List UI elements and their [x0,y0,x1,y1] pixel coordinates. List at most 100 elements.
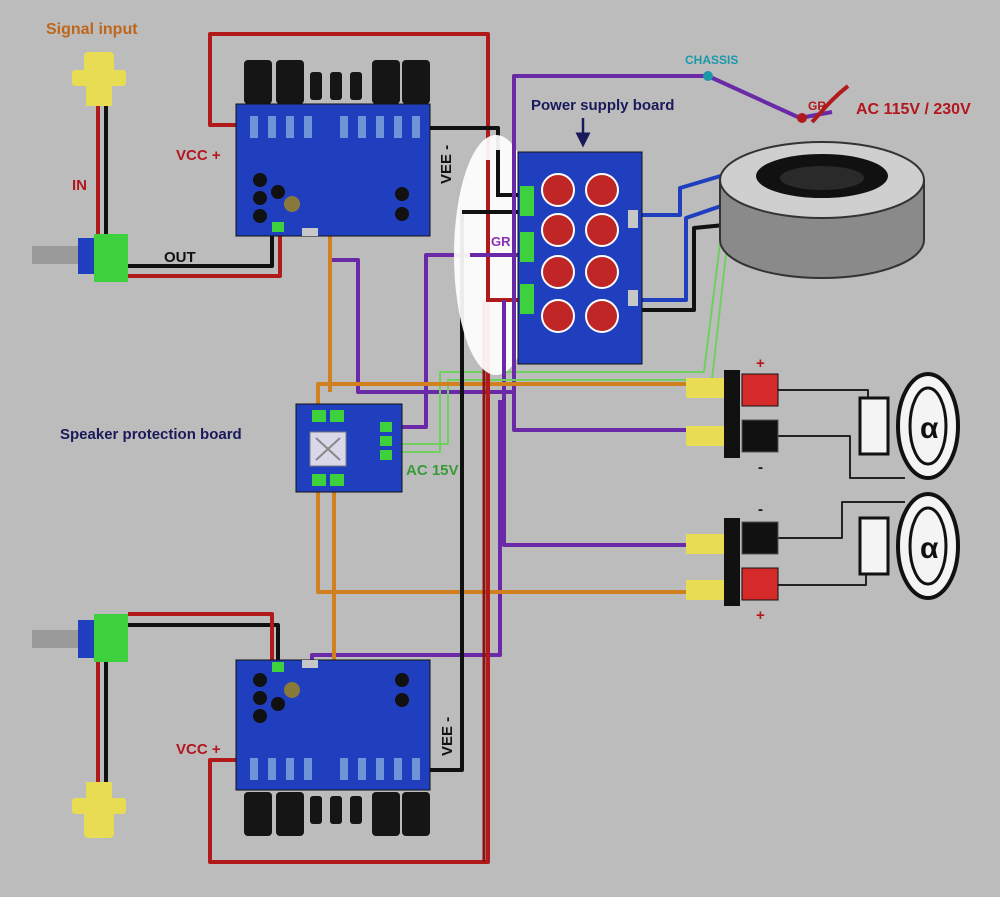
wire-out-top-red [128,228,282,278]
transformer-hole [780,166,864,190]
connector-icon [380,422,392,432]
speaker-icon [896,492,960,600]
label-spk1-minus: - [758,459,763,476]
pot-shaft [32,246,82,264]
resistor-icon [250,116,258,138]
capacitor-icon [395,187,409,201]
amp-board-top [235,60,431,237]
wire-speaker1-minus-lead [778,435,905,479]
rca-jack-bottom [72,782,126,838]
speaker-output-1 [686,370,779,458]
speaker-alpha: α [920,412,939,445]
speaker-cone [908,386,948,466]
transistor-icon [244,792,272,836]
connector-icon [330,474,344,486]
rca-jack-flange [72,798,126,814]
speaker-output-2 [686,518,779,606]
wire-ac15-a [400,194,727,453]
transistor-icon [244,60,272,104]
wire-in-bottom-black [128,623,280,666]
binding-post-icon [741,419,779,453]
capacitor-icon [271,185,285,199]
gr-point [797,113,807,123]
capacitor-icon [585,255,619,289]
resistor-icon [358,758,366,780]
transistor-icon [276,60,304,104]
speaker-magnet [858,396,890,456]
wire-vcc-bottom [208,300,490,864]
speaker-alpha: α [920,532,939,565]
label-vee-bottom: VEE - [439,717,456,756]
transistor-icon [350,72,362,100]
plug-plus-2 [686,580,726,600]
transistor-icon [372,60,400,104]
capacitor-icon [253,209,267,223]
capacitor-icon [253,173,267,187]
label-out: OUT [164,249,196,266]
transistor-row-bottom [244,792,430,836]
wire-ac15-b [400,199,733,445]
binding-post-icon [741,373,779,407]
potentiometer-icon [78,238,96,274]
amp-board-bottom [235,659,431,836]
label-vcc-bottom: VCC + [176,741,221,758]
plug-minus-2 [686,534,726,554]
plug-minus-1 [686,426,726,446]
terminal-block-icon [520,284,534,314]
power-supply-board [517,151,643,365]
relay-mark [315,437,341,461]
capacitor-icon [253,691,267,705]
transistor-icon [330,796,342,824]
resistor-icon [286,116,294,138]
rca-jack-top [72,52,126,106]
label-in: IN [72,177,87,194]
capacitor-icon [585,213,619,247]
label-spk2-minus: - [758,501,763,518]
rca-jack-body [86,782,112,800]
connector-icon [628,210,638,228]
pot-body [94,614,128,662]
connector-icon [312,410,326,422]
wires-over-highlight [462,140,526,375]
terminal-block-icon [520,186,534,216]
wire-in-bottom-red2 [128,612,274,666]
toroidal-transformer-icon [719,141,925,279]
resistor-row-bottom [250,758,420,780]
connector-icon [380,450,392,460]
wire-mains-ac [810,84,850,124]
connector-icon [272,662,284,672]
capacitor-icon [585,299,619,333]
label-gr-mains: GR [808,99,826,113]
resistor-icon [412,116,420,138]
capacitor-icon [395,207,409,221]
binding-post-plate [724,518,740,606]
resistor-icon [412,758,420,780]
resistor-icon [250,758,258,780]
connector-icon [302,660,318,668]
terminal-block-icon [520,232,534,262]
trimmer-icon [284,196,300,212]
potentiometer-icon [78,620,96,658]
resistor-icon [358,116,366,138]
wire-secondary-1 [642,173,725,217]
capacitor-icon [541,255,575,289]
resistor-icon [340,116,348,138]
label-signal-input: Signal input [46,21,138,38]
wire-vcc-over [486,160,520,302]
capacitor-icon [253,191,267,205]
resistor-icon [304,758,312,780]
label-spk2-plus: + [756,607,765,624]
capacitor-icon [541,173,575,207]
resistor-icon [376,758,384,780]
transistor-icon [402,60,430,104]
connector-icon [628,290,638,306]
connector-icon [272,222,284,232]
pot-shaft [32,630,82,648]
transistor-icon [402,792,430,836]
transistor-icon [372,792,400,836]
label-chassis: CHASSIS [685,53,738,67]
speaker-protection-board [295,403,403,493]
transistor-icon [276,792,304,836]
connector-icon [312,474,326,486]
